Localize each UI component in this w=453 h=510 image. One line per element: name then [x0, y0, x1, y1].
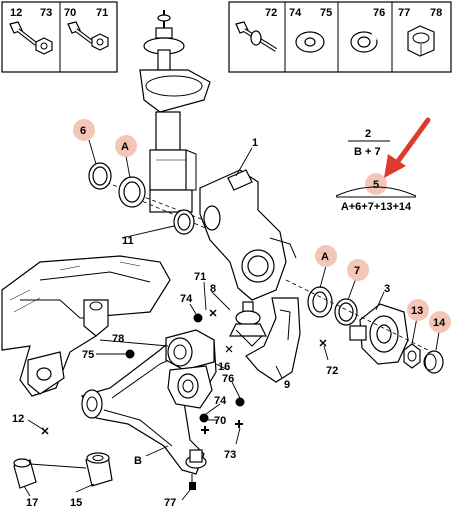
- flange-nut-icon: [91, 33, 109, 51]
- callout-11: 11: [122, 235, 134, 247]
- fastener-symbols: [41, 309, 327, 490]
- seal-6: [88, 162, 112, 190]
- highlight-7: [347, 259, 369, 281]
- fastener-76-dot: [235, 397, 245, 407]
- callout-71: 71: [194, 271, 206, 283]
- callout-7: 7: [354, 265, 360, 277]
- dust-shield: [245, 297, 301, 383]
- callout-70: 70: [214, 415, 226, 427]
- fastener-74b-dot: [199, 413, 209, 423]
- label-75-box: 75: [320, 7, 332, 19]
- callout-9: 9: [284, 379, 290, 391]
- label-70-box: 70: [64, 7, 76, 19]
- label-73-box: 73: [40, 7, 52, 19]
- highlight-14: [429, 311, 451, 333]
- highlight-13: [407, 299, 429, 321]
- callout-13: 13: [411, 305, 423, 317]
- callout-A-right: A: [321, 251, 329, 263]
- callout-75: 75: [82, 349, 94, 361]
- callout-15: 15: [70, 497, 82, 509]
- strut-assembly: [99, 10, 263, 253]
- callout-74b: 74: [214, 395, 227, 407]
- top-right-parts-box: 72 74 75 76 77 78: [228, 1, 452, 73]
- callout-72: 72: [326, 365, 338, 377]
- bush-15: [85, 452, 113, 487]
- spring-washer-icon: [350, 31, 378, 53]
- formula-block: 2 B + 7 5 A+6+7+13+14: [335, 128, 417, 213]
- label-12-box: 12: [10, 7, 22, 19]
- seal-7: [334, 298, 358, 326]
- bolt-with-washer-icon: [235, 21, 278, 52]
- callout-6: 6: [80, 125, 86, 137]
- wishbone-ball-joint: [185, 449, 207, 469]
- callout-B: B: [134, 455, 142, 467]
- callout-76: 76: [222, 373, 234, 385]
- highlight-circles: [73, 119, 451, 333]
- hex-nut-icon: [35, 37, 53, 55]
- label-71-box: 71: [96, 7, 108, 19]
- label-74-box: 74: [289, 7, 302, 19]
- callout-16: 16: [218, 361, 230, 373]
- bolt-icon: [9, 21, 38, 46]
- label-78-box: 78: [430, 7, 442, 19]
- callout-1: 1: [252, 137, 258, 149]
- callout-8: 8: [210, 283, 216, 295]
- rear-bush: [165, 329, 215, 371]
- red-arrow-icon: [384, 117, 431, 178]
- callout-73: 73: [224, 449, 236, 461]
- callout-3: 3: [384, 283, 390, 295]
- seal-11: [173, 209, 195, 235]
- flat-washer-icon: [295, 31, 325, 53]
- highlight-A-left: [115, 135, 137, 157]
- highlight-A-right: [315, 245, 337, 267]
- bearing-A-left: [118, 176, 146, 208]
- bush-bracket: [167, 365, 213, 409]
- callout-78: 78: [112, 333, 124, 345]
- ball-joint: [229, 301, 267, 347]
- fastener-77-square: [189, 482, 196, 490]
- callout-17: 17: [26, 497, 38, 509]
- formula-sum: A+6+7+13+14: [341, 201, 412, 213]
- subframe: [1, 255, 171, 397]
- label-77-box: 77: [398, 7, 410, 19]
- top-left-parts-box: 12 73 70 71: [1, 1, 118, 73]
- bush-17: [13, 458, 37, 489]
- fastener-75-dot: [125, 349, 135, 359]
- steering-knuckle: [199, 169, 297, 301]
- formula-numerator: 2: [365, 128, 371, 140]
- fastener-74a-dot: [193, 313, 203, 323]
- callout-labels: 1 A 6 11 A 7 3 13 14 8 71 74 78 75 16 76…: [12, 125, 446, 509]
- highlight-5: [365, 173, 387, 195]
- flange-bolt-icon: [67, 21, 94, 44]
- highlight-6: [73, 119, 95, 141]
- wheel-hub: [349, 303, 409, 365]
- callout-A-left: A: [121, 141, 129, 153]
- callout-74a: 74: [180, 293, 193, 305]
- callout-14: 14: [433, 317, 446, 329]
- hub-cap: [423, 350, 444, 374]
- label-72-box: 72: [265, 7, 277, 19]
- leader-lines: [23, 139, 441, 501]
- locknut-icon: [407, 25, 435, 57]
- callout-12: 12: [12, 413, 24, 425]
- formula-denominator: B + 7: [354, 146, 381, 158]
- formula-highlighted-value: 5: [373, 179, 379, 191]
- bearing-A-right: [307, 286, 333, 318]
- hub-nut: [403, 343, 421, 369]
- label-76-box: 76: [373, 7, 385, 19]
- callout-77: 77: [164, 497, 176, 509]
